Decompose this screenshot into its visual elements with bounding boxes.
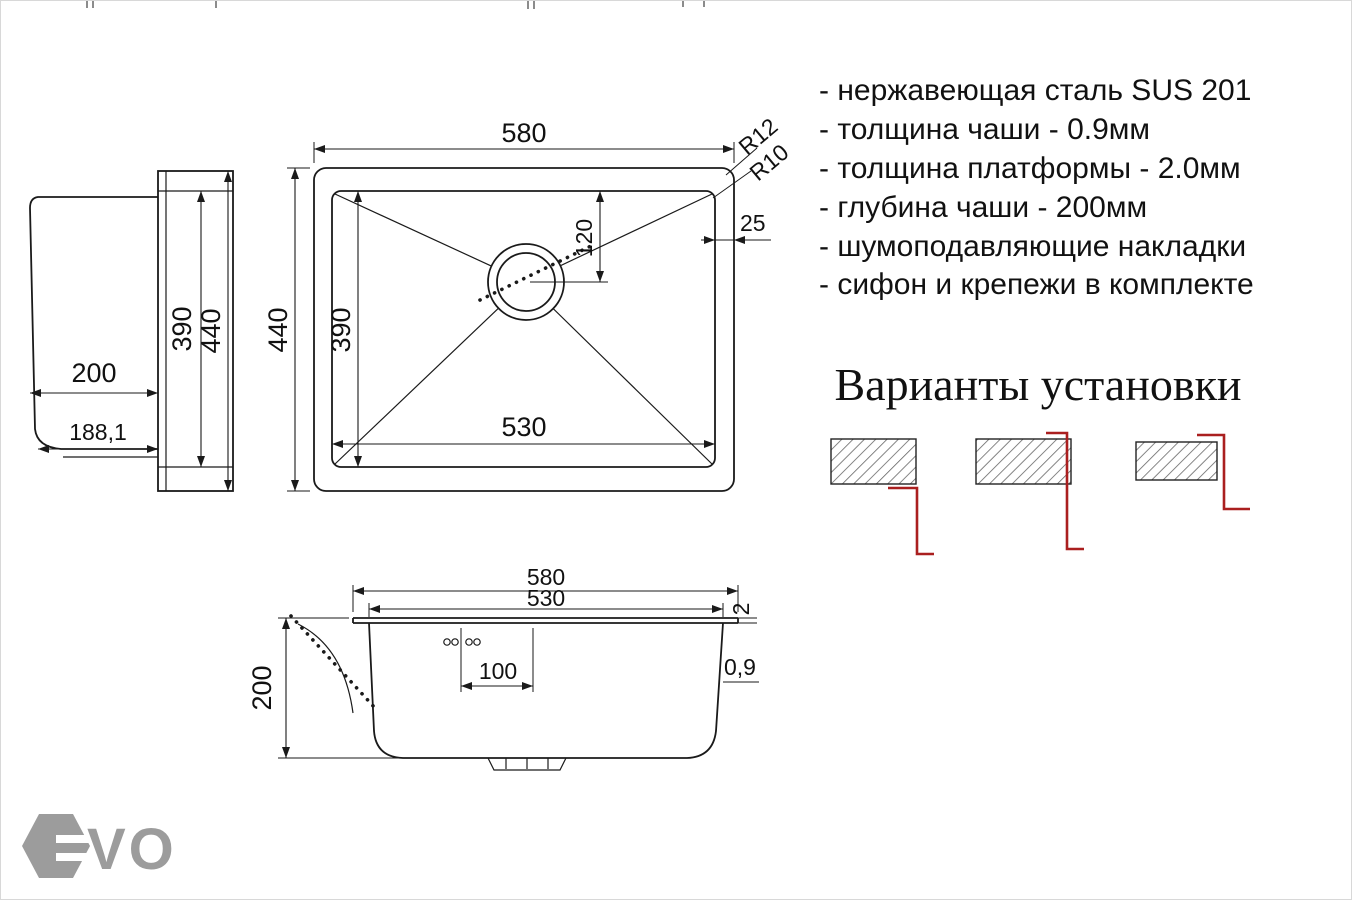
spec-line-bowl-thickness: - толщина чаши - 0.9мм: [819, 113, 1150, 146]
logo-hexagon-icon: [22, 814, 90, 878]
dim-front-wall-label: 0,9: [724, 654, 756, 680]
side-platform-edge: [157, 170, 234, 492]
side-bowl-profile: [29, 196, 158, 450]
dim-front-platform-thickness: 2: [728, 603, 757, 624]
mounting-holes: [443, 638, 481, 646]
front-view: 580 530 200 100 0,9 2: [247, 564, 759, 771]
front-corner-radius: [297, 623, 354, 714]
spec-line-bowl-depth: - глубина чаши - 200мм: [819, 191, 1147, 224]
top-outer-rim: [313, 167, 735, 492]
dim-side-bottom-label: 188,1: [69, 419, 127, 445]
dim-top-drain-offset: 120: [530, 191, 608, 283]
radius-callouts: R12 R10: [712, 113, 794, 199]
dim-top-height: 440: [263, 167, 310, 492]
countertop-hatch-2: [975, 438, 1072, 485]
spec-line-platform-thickness: - толщина платформы - 2.0мм: [819, 152, 1241, 185]
dim-side-height: 440: [196, 171, 232, 491]
spec-line-sound-pads: - шумоподавляющие накладки: [819, 230, 1246, 263]
side-view: 200 188,1 390 440: [29, 170, 234, 492]
dim-front-wall-thickness: 0,9: [723, 654, 759, 683]
dim-side-bottom: 188,1: [38, 419, 158, 453]
dim-top-rim-label: 25: [740, 210, 766, 236]
installation-title: Варианты установки: [834, 359, 1241, 410]
front-drain: [487, 757, 567, 771]
dim-top-width: 580: [313, 118, 735, 163]
countertop-hatch-3: [1135, 441, 1218, 481]
countertop-hatch-1: [830, 438, 917, 485]
sink-rim-line-1: [888, 486, 934, 556]
dim-front-depth-label: 200: [247, 665, 277, 710]
dim-side-depth-label: 200: [71, 358, 116, 388]
dim-top-inner-width: 530: [332, 412, 715, 448]
installation-section: Варианты установки: [830, 359, 1250, 556]
spec-list: - нержавеющая сталь SUS 201 - толщина ча…: [819, 74, 1254, 301]
install-option-overmount: [1135, 433, 1250, 511]
dim-front-width: 580: [352, 564, 739, 612]
dim-top-width-label: 580: [501, 118, 546, 148]
dim-front-platform-label: 2: [728, 603, 754, 616]
cropped-top-marks: [86, 1, 705, 9]
top-bowl-rim: [331, 190, 716, 468]
front-bowl-profile: [368, 622, 724, 759]
spec-line-material: - нержавеющая сталь SUS 201: [819, 74, 1251, 107]
front-corner-centerline: [289, 614, 377, 710]
install-option-flush: [975, 431, 1084, 551]
dim-top-inner-width-label: 530: [501, 412, 546, 442]
dim-front-holes: 100: [460, 628, 534, 692]
dim-front-inner-width: 530: [368, 585, 724, 617]
dim-front-inner-width-label: 530: [527, 585, 565, 611]
evo-logo: VO: [22, 814, 177, 882]
dim-top-inner-height-label: 390: [326, 307, 356, 352]
dim-front-holes-label: 100: [479, 658, 517, 684]
install-option-undermount: [830, 438, 934, 556]
dim-side-inner-height-label: 390: [167, 306, 197, 351]
sink-rim-line-2: [1046, 431, 1084, 551]
dim-front-width-label: 580: [527, 564, 565, 590]
dim-top-drain-label: 120: [571, 219, 597, 257]
sink-rim-line-3: [1197, 433, 1250, 511]
dim-top-height-label: 440: [263, 307, 293, 352]
dim-side-inner-height: 390: [167, 191, 205, 467]
top-view: 580 R12 R10 25 120 440 390: [263, 113, 794, 492]
logo-text: VO: [87, 817, 177, 882]
spec-line-siphon: - сифон и крепежи в комплекте: [819, 268, 1254, 301]
dim-side-depth: 200: [30, 358, 158, 397]
dim-top-rim: 25: [701, 210, 771, 244]
drain-centerline-dots: [478, 242, 597, 302]
dim-front-depth: 200: [247, 617, 401, 759]
dim-side-height-label: 440: [196, 308, 226, 353]
dim-top-inner-height: 390: [326, 191, 362, 467]
